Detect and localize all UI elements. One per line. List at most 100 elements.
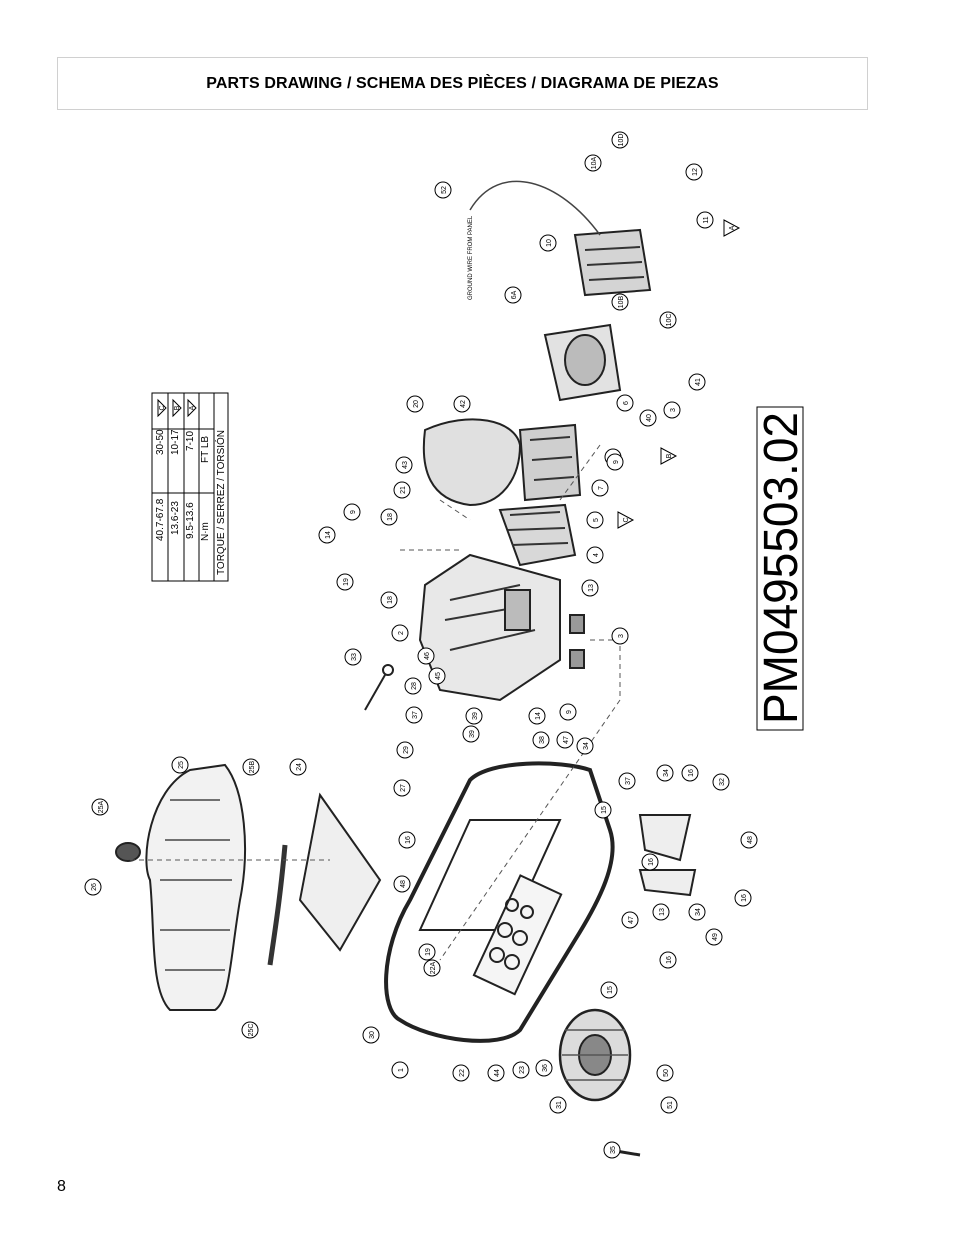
ground-wire-label: GROUND WIRE FROM PANEL: [468, 215, 474, 300]
callout-label: 33: [351, 653, 358, 661]
callout-label: 22: [459, 1069, 466, 1077]
callout-label: 43: [402, 461, 409, 469]
callout-label: 18: [387, 513, 394, 521]
callout-label: 34: [663, 769, 670, 777]
callout-label: 31: [556, 1101, 563, 1109]
callout-label: 42: [460, 400, 467, 408]
callout-label: 7: [598, 486, 605, 490]
page-title: PARTS DRAWING / SCHEMA DES PIÈCES / DIAG…: [206, 74, 719, 92]
callout-label: 45: [435, 672, 442, 680]
callouts: 1 2 3 3 4 5 6 6A 7 8 9 9 9 10 10A 10B 10…: [84, 131, 758, 1159]
callout-label: 50: [663, 1069, 670, 1077]
callout-label: 14: [325, 531, 332, 539]
callout-label: 30: [369, 1031, 376, 1039]
torque-row-a-nm: 9.5-13.6: [185, 502, 196, 539]
callout-label: 16: [688, 769, 695, 777]
torque-mark-b: B: [666, 453, 673, 458]
callout-label: 16: [741, 894, 748, 902]
callout-label: 37: [625, 777, 632, 785]
callout-label: 6A: [511, 290, 518, 299]
callout-label: 10: [546, 239, 553, 247]
callout-label: 4: [593, 553, 600, 557]
callout-label: 14: [535, 712, 542, 720]
torque-col-nm: N·m: [200, 522, 211, 541]
callout-label: 41: [695, 378, 702, 386]
torque-row-c-ftlb: 30-50: [155, 429, 166, 455]
callout-label: 52: [441, 186, 448, 194]
callout-label: 10D: [618, 134, 625, 147]
callout-label: 3: [670, 408, 677, 412]
callout-label: 19: [343, 578, 350, 586]
generator-sketch: [115, 180, 697, 1157]
torque-marks: A B C: [617, 219, 741, 529]
callout-label: 36: [542, 1064, 549, 1072]
callout-label: 49: [712, 933, 719, 941]
header-box: PARTS DRAWING / SCHEMA DES PIÈCES / DIAG…: [57, 57, 868, 110]
callout-label: 48: [747, 836, 754, 844]
callout-label: 25B: [249, 760, 256, 773]
torque-table: TORQUE / SERREZ / TORSIÓN FT LB N·m 7-10…: [151, 392, 229, 582]
callout-label: 2: [398, 631, 405, 635]
callout-label: 48: [400, 880, 407, 888]
torque-table-mark-a: A: [189, 405, 196, 410]
callout-label: 15: [601, 806, 608, 814]
callout-label: 27: [400, 784, 407, 792]
torque-table-title: TORQUE / SERREZ / TORSIÓN: [214, 430, 227, 575]
callout-label: 10A: [591, 156, 598, 169]
callout-label: 10C: [666, 314, 673, 327]
torque-mark-a: A: [729, 225, 736, 230]
callout-label: 16: [648, 858, 655, 866]
torque-row-a-ftlb: 7-10: [185, 431, 196, 451]
callout-label: 16: [666, 956, 673, 964]
torque-row-b-nm: 13.6-23: [170, 501, 181, 535]
callout-label: 25: [178, 761, 185, 769]
callout-label: 37: [412, 711, 419, 719]
callout-label: 46: [424, 652, 431, 660]
callout-label: 38: [539, 736, 546, 744]
callout-label: 34: [695, 908, 702, 916]
torque-table-mark-b: B: [174, 405, 181, 410]
callout-label: 15: [607, 986, 614, 994]
callout-label: 24: [296, 763, 303, 771]
callout-label: 21: [400, 486, 407, 494]
callout-label: 25A: [98, 800, 105, 813]
torque-row-c-nm: 40.7-67.8: [155, 498, 166, 541]
callout-label: 29: [403, 746, 410, 754]
callout-label: 6: [623, 401, 630, 405]
callout-label: 40: [646, 414, 653, 422]
page-number: 8: [57, 1178, 66, 1195]
callout-label: 35: [610, 1146, 617, 1154]
callout-label: 39: [469, 730, 476, 738]
callout-label: 13: [588, 584, 595, 592]
torque-mark-c: C: [623, 517, 630, 522]
torque-row-b-ftlb: 10-17: [170, 429, 181, 455]
callout-label: 5: [593, 518, 600, 522]
part-number-box: PM0495503.02: [755, 406, 808, 731]
callout-label: 23: [519, 1066, 526, 1074]
callout-label: 12: [692, 168, 699, 176]
callout-label: 47: [628, 916, 635, 924]
part-number: PM0495503.02: [755, 412, 808, 724]
callout-label: 18: [387, 596, 394, 604]
callout-label: 20: [413, 400, 420, 408]
callout-label: 3: [618, 634, 625, 638]
assembly-lines: [130, 444, 621, 961]
callout-label: 10B: [618, 295, 625, 308]
callout-label: 26: [91, 883, 98, 891]
callout-label: 11: [703, 216, 710, 223]
callout-label: 16: [405, 836, 412, 844]
torque-table-mark-c: C: [159, 405, 166, 410]
callout-label: 9: [566, 710, 573, 714]
callout-label: 22A: [430, 961, 437, 974]
callout-label: 1: [398, 1068, 405, 1072]
callout-label: 32: [719, 778, 726, 786]
callout-label: 13: [659, 908, 666, 916]
callout-label: 39: [472, 712, 479, 720]
callout-label: 47: [563, 736, 570, 744]
callout-label: 34: [583, 742, 590, 750]
callout-label: 28: [411, 682, 418, 690]
callout-label: 44: [494, 1069, 501, 1077]
callout-label: 9: [350, 510, 357, 514]
torque-col-ftlb: FT LB: [200, 436, 211, 463]
